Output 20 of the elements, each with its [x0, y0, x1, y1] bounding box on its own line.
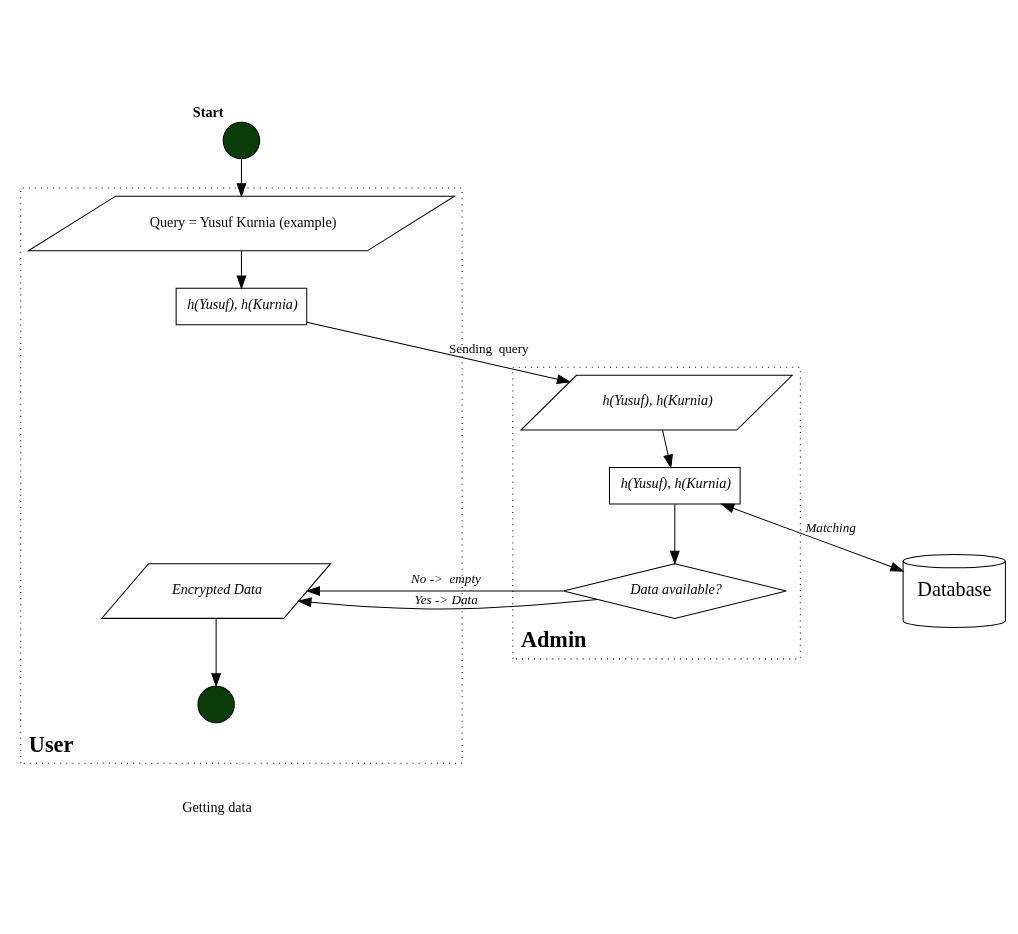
arrow — [236, 250, 247, 290]
arrow — [662, 429, 673, 469]
edge-label: Sending query — [449, 341, 529, 357]
arrow — [306, 321, 572, 384]
edge-label: Matching — [805, 519, 856, 535]
arrow — [669, 503, 680, 565]
label: Getting data — [182, 799, 252, 816]
node-circle — [222, 121, 261, 160]
node-box: h(Yusuf), h(Kurnia) — [609, 467, 741, 505]
node-circle — [197, 685, 235, 724]
node-box: h(Yusuf), h(Kurnia) — [175, 287, 308, 326]
node-label: Start — [192, 104, 224, 121]
arrow — [236, 158, 247, 198]
node-diamond: Data available? — [562, 563, 787, 619]
edge-label: No -> empty — [411, 571, 481, 587]
arrow — [297, 597, 598, 610]
arrow — [211, 617, 222, 688]
arrow — [720, 503, 905, 572]
edge-label: Yes -> Data — [414, 591, 478, 607]
arrow — [305, 586, 564, 596]
